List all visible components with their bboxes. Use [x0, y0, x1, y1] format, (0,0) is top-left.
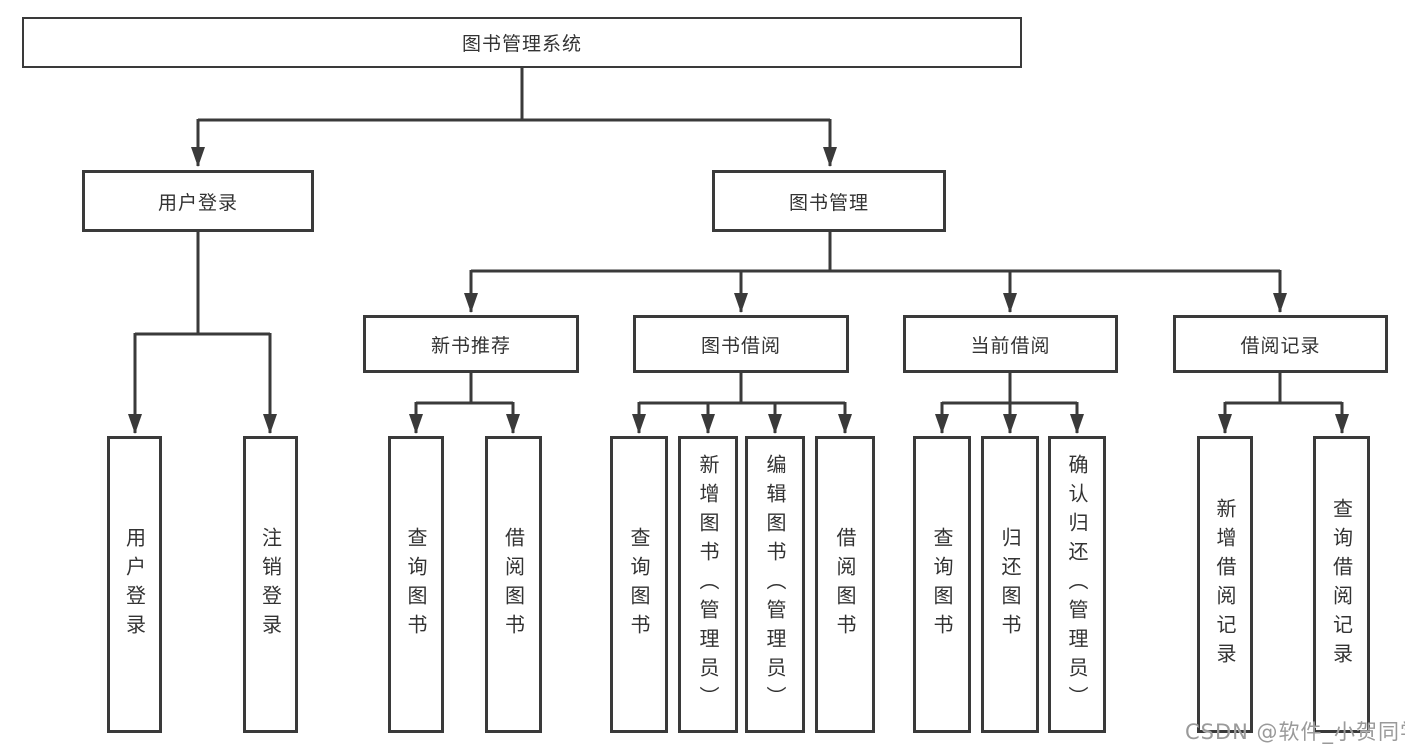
leaf-current-query-books: 查询图书 [913, 436, 971, 733]
leaf-recommend-borrow-books: 借阅图书 [485, 436, 542, 733]
leaf-query-borrow-record: 查询借阅记录 [1313, 436, 1370, 733]
leaf-borrow-books: 借阅图书 [815, 436, 875, 733]
node-borrow-records: 借阅记录 [1173, 315, 1388, 373]
leaf-add-books-admin: 新增图书（管理员） [678, 436, 738, 733]
leaf-borrow-query-books: 查询图书 [610, 436, 668, 733]
leaf-logout: 注销登录 [243, 436, 298, 733]
leaf-confirm-return-admin: 确认归还（管理员） [1048, 436, 1106, 733]
node-book-management-branch: 图书管理 [712, 170, 946, 232]
leaf-return-books: 归还图书 [981, 436, 1039, 733]
node-system-root: 图书管理系统 [22, 17, 1022, 68]
node-book-borrowing: 图书借阅 [633, 315, 849, 373]
leaf-edit-books-admin: 编辑图书（管理员） [745, 436, 805, 733]
leaf-user-login: 用户登录 [107, 436, 162, 733]
watermark: CSDN @软件_小贺同学 [1185, 720, 1405, 744]
node-current-borrowing: 当前借阅 [903, 315, 1118, 373]
node-new-book-recommend: 新书推荐 [363, 315, 579, 373]
leaf-add-borrow-record: 新增借阅记录 [1197, 436, 1253, 733]
leaf-recommend-query-books: 查询图书 [388, 436, 444, 733]
node-user-login-branch: 用户登录 [82, 170, 314, 232]
